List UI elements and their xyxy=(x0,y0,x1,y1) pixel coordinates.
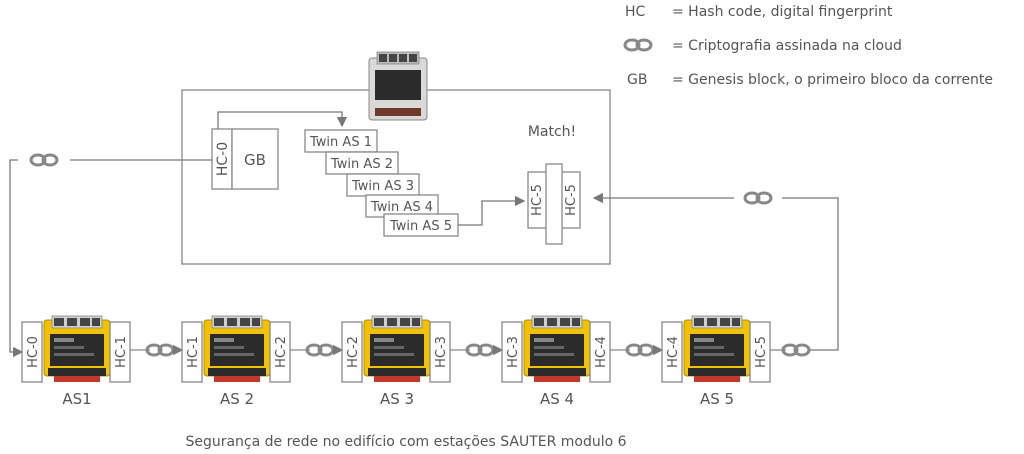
station-hc-left-label: HC-2 xyxy=(346,336,361,368)
match-divider xyxy=(545,163,563,245)
gb-block xyxy=(231,128,279,190)
station-hc-left-label: HC-3 xyxy=(506,336,521,368)
twins-to-match-arrow xyxy=(458,195,526,226)
gateway-device xyxy=(368,51,428,121)
match-left-label: HC-5 xyxy=(530,184,545,216)
station-device xyxy=(683,315,751,383)
match-right-label: HC-5 xyxy=(564,184,579,216)
station-hc-left-box xyxy=(181,321,203,383)
station-hc-left-box xyxy=(661,321,683,383)
chain-link-icon xyxy=(623,38,653,52)
cloud-hc0-label: HC-0 xyxy=(215,142,231,176)
chain-link-icon xyxy=(29,153,59,167)
station-device xyxy=(43,315,111,383)
station-hc-right-box xyxy=(589,321,611,383)
legend-hc-text: = Hash code, digital fingerprint xyxy=(672,4,893,20)
station-hc-right-label: HC-3 xyxy=(434,336,449,368)
station-name: AS1 xyxy=(62,390,91,408)
station-hc-left-label: HC-4 xyxy=(666,336,681,368)
chain-link-icon xyxy=(781,343,811,357)
caption: Segurança de rede no edifício com estaçõ… xyxy=(185,434,626,450)
station-name: AS 5 xyxy=(700,390,734,408)
station-hc-left-box xyxy=(21,321,43,383)
chain-link-icon xyxy=(305,343,335,357)
legend-hc-key: HC xyxy=(625,4,646,20)
right-link-line xyxy=(782,197,839,351)
station-hc-left-box xyxy=(501,321,523,383)
twin-label: Twin AS 5 xyxy=(389,219,452,234)
twin-label: Twin AS 2 xyxy=(330,157,393,172)
station-hc-right-label: HC-2 xyxy=(274,336,289,368)
station-hc-left-box xyxy=(341,321,363,383)
match-label: Match! xyxy=(528,124,576,140)
station-hc-right-box xyxy=(269,321,291,383)
station-name: AS 2 xyxy=(220,390,254,408)
legend-gb-text: = Genesis block, o primeiro bloco da cor… xyxy=(672,72,993,88)
station-hc-left-label: HC-0 xyxy=(26,336,41,368)
station-device xyxy=(203,315,271,383)
chain-link-icon xyxy=(465,343,495,357)
twin-label: Twin AS 4 xyxy=(370,200,433,215)
gb-label: GB xyxy=(244,151,266,169)
chain-link-icon xyxy=(145,343,175,357)
station-name: AS 4 xyxy=(540,390,574,408)
legend: HC = Hash code, digital fingerprint = Cr… xyxy=(623,4,993,88)
station-name: AS 3 xyxy=(380,390,414,408)
station-hc-right-box xyxy=(749,321,771,383)
legend-chain-text: = Criptografia assinada na cloud xyxy=(672,38,902,54)
station-hc-right-box xyxy=(109,321,131,383)
chain-link-icon xyxy=(625,343,655,357)
station-hc-right-label: HC-5 xyxy=(754,336,769,368)
legend-gb-key: GB xyxy=(627,72,647,88)
left-link-line xyxy=(9,159,24,358)
station-hc-left-label: HC-1 xyxy=(186,336,201,368)
station-hc-right-label: HC-1 xyxy=(114,336,129,368)
station-hc-right-box xyxy=(429,321,451,383)
twin-label: Twin AS 1 xyxy=(309,135,372,150)
chain-link-icon xyxy=(743,191,773,205)
gb-to-twins-arrow xyxy=(217,111,348,129)
station-device xyxy=(523,315,591,383)
twin-stack: Twin AS 1 Twin AS 2 Twin AS 3 Twin AS 4 … xyxy=(304,129,459,237)
station-device xyxy=(363,315,431,383)
station-hc-right-label: HC-4 xyxy=(594,336,609,368)
twin-label: Twin AS 3 xyxy=(351,179,414,194)
